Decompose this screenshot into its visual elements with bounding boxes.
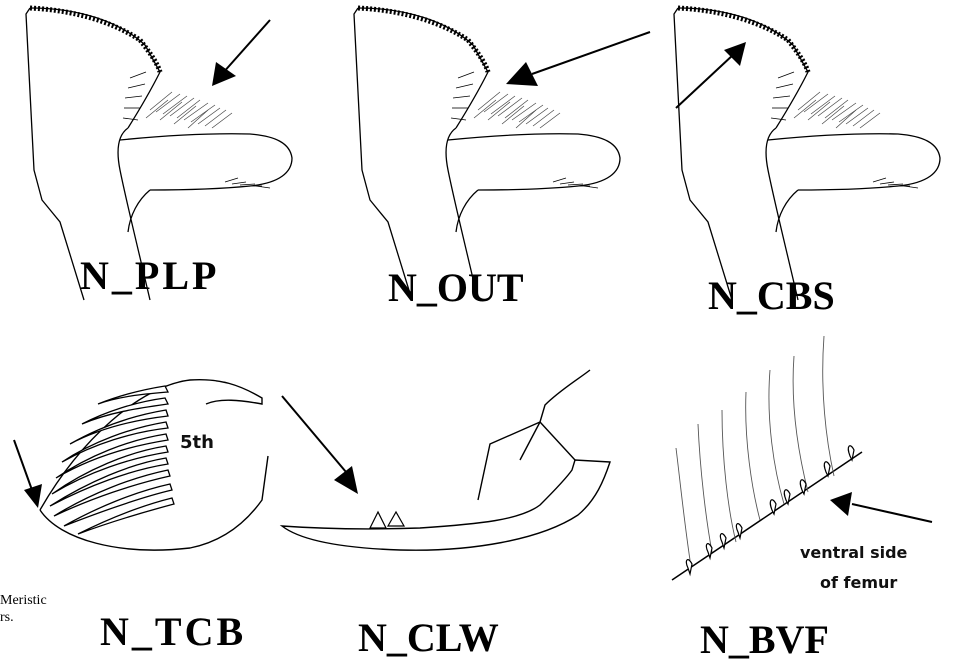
panel-n-out (354, 8, 650, 300)
arrow-n-tcb (14, 440, 42, 508)
label-n-cbs: N_CBS (708, 272, 835, 319)
arrow-n-clw (282, 396, 358, 494)
arrow-n-out (506, 32, 650, 86)
label-n-bvf: N_BVF (700, 616, 829, 663)
caption-line-2: rs. (0, 609, 47, 626)
arrow-n-bvf (830, 492, 932, 522)
claw-teeth (370, 512, 404, 528)
figure-caption: Meristic rs. (0, 592, 47, 626)
label-n-out: N_OUT (388, 264, 524, 311)
label-n-tcb: N_TCB (100, 608, 246, 655)
comb-count-label: 5th (180, 432, 214, 453)
arrow-n-plp (212, 20, 270, 86)
panel-n-bvf: ventral side of femur (672, 336, 932, 592)
caption-line-1: Meristic (0, 592, 47, 609)
label-n-clw: N_CLW (358, 614, 499, 661)
femur-label-line2: of femur (820, 573, 897, 592)
femur-label-line1: ventral side (800, 543, 908, 562)
arrow-n-cbs (676, 42, 746, 108)
femur-hairs (676, 336, 834, 560)
label-n-plp: N_PLP (80, 252, 219, 299)
panel-n-tcb: 5th (14, 380, 268, 550)
panel-n-clw (282, 370, 610, 550)
comb-teeth (50, 386, 174, 534)
panel-n-cbs (674, 8, 940, 300)
